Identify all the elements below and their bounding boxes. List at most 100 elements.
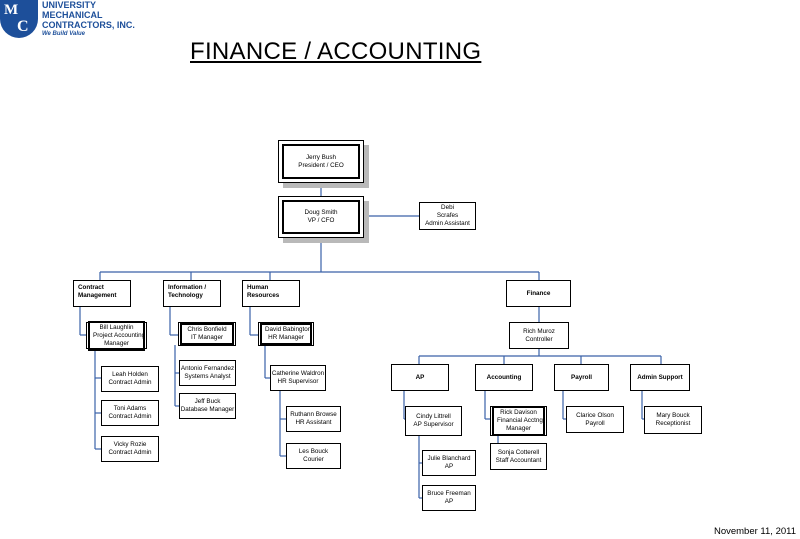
receptionist-name: Mary Bouck (656, 412, 690, 419)
controller-box: Rich Muroz Controller (509, 322, 569, 349)
accounting-manager-role: Financial Acctng (497, 417, 543, 424)
dept-finance: Finance (506, 280, 571, 307)
chart-date: November 11, 2011 (713, 526, 796, 537)
finance-group-admin-support: Admin Support (630, 364, 690, 391)
receptionist-box: Mary Bouck Receptionist (644, 406, 702, 434)
finance-group-accounting: Accounting (475, 364, 533, 391)
hr-supervisor-box: Catherine Waldron HR Supervisor (270, 365, 326, 391)
staff-accountant-box: Sonja Cotterell Staff Accountant (490, 443, 547, 470)
accounting-manager-role-2: Manager (506, 425, 531, 432)
it-staff-role: Database Manager (180, 406, 235, 413)
payroll-staff-role: Payroll (585, 419, 605, 427)
hr-manager-box: David Babington HR Manager (258, 322, 314, 346)
contract-manager-name: Bill Laughlin (99, 323, 134, 331)
dept-information-technology: Information / Technology (163, 280, 221, 307)
hr-supervisor-name: Catherine Waldron (271, 370, 325, 377)
controller-name: Rich Muroz (523, 327, 555, 335)
logo-tagline: We Build Value (42, 31, 86, 37)
finance-group-ap: AP (391, 364, 449, 391)
ap-staff-name: Julie Blanchard (427, 455, 471, 462)
it-staff-name: Jeff Buck (194, 398, 221, 405)
logo-line-1: UNIVERSITY (42, 0, 97, 10)
hr-manager-role: HR Manager (268, 334, 304, 341)
payroll-staff-name: Clarice Olson (576, 411, 614, 419)
finance-group-accounting-label: Accounting (486, 373, 522, 381)
finance-group-ap-label: AP (415, 373, 425, 381)
it-staff-box: Antonio Fernandez Systems Analyst (179, 360, 236, 386)
contract-manager-role-2: Manager (104, 339, 129, 347)
assistant-name: Debi (441, 204, 454, 211)
contract-admin-role: Contract Admin (108, 413, 152, 420)
finance-group-payroll-label: Payroll (571, 373, 592, 381)
dept-finance-label: Finance (526, 289, 551, 297)
logo-line-3: CONTRACTORS, INC. (42, 20, 135, 30)
controller-role: Controller (525, 335, 553, 343)
contract-admin-box: Vicky Rozie Contract Admin (101, 436, 159, 462)
ap-supervisor-name: Cindy Littrell (416, 413, 451, 420)
contract-manager-role: Project Accounting (93, 331, 146, 339)
ceo-name: Jerry Bush (305, 153, 337, 161)
contract-admin-box: Toni Adams Contract Admin (101, 400, 159, 426)
dept-hr-line1: Human (247, 284, 269, 291)
hr-staff-role: Courier (303, 456, 324, 463)
company-logo: M C UNIVERSITY MECHANICAL CONTRACTORS, I… (0, 0, 160, 40)
logo-mark: M C (0, 0, 38, 38)
contract-admin-role: Contract Admin (108, 379, 152, 386)
ceo-role: President / CEO (298, 161, 344, 169)
accounting-manager-box: Rick Davison Financial Acctng Manager (490, 406, 547, 436)
dept-it-line1: Information / (168, 284, 207, 291)
finance-group-payroll: Payroll (554, 364, 609, 391)
cfo-name: Doug Smith (304, 209, 338, 216)
contract-admin-name: Vicky Rozie (113, 441, 147, 448)
cfo-role: VP / CFO (307, 217, 335, 224)
logo-line-2: MECHANICAL (42, 10, 103, 20)
ap-staff-role: AP (444, 463, 454, 470)
it-manager-role: IT Manager (190, 334, 224, 341)
dept-contract-management: Contract Management (73, 280, 131, 307)
it-staff-name: Antonio Fernandez (180, 365, 235, 372)
payroll-staff-box: Clarice Olson Payroll (566, 406, 624, 433)
admin-assistant-box: Debi Scrafes Admin Assistant (419, 202, 476, 230)
staff-accountant-role: Staff Accountant (495, 456, 542, 464)
staff-accountant-name: Sonja Cotterell (497, 448, 540, 456)
contract-admin-box: Leah Holden Contract Admin (101, 366, 159, 392)
assistant-role: Admin Assistant (425, 220, 470, 227)
finance-group-admin-support-label: Admin Support (637, 373, 683, 381)
contract-admin-role: Contract Admin (108, 449, 152, 456)
it-staff-role: Systems Analyst (184, 373, 231, 380)
hr-supervisor-role: HR Supervisor (277, 378, 319, 385)
dept-hr-line2: Resources (247, 292, 280, 299)
hr-manager-name: David Babington (265, 326, 312, 333)
page-title: FINANCE / ACCOUNTING (190, 38, 482, 65)
it-manager-box: Chris Bonfield IT Manager (178, 322, 236, 346)
cfo-box: Doug Smith VP / CFO (278, 196, 364, 238)
hr-staff-name: Ruthann Browse (290, 411, 337, 418)
dept-human-resources: Human Resources (242, 280, 300, 307)
dept-it-line2: Technology (168, 292, 203, 299)
it-manager-name: Chris Bonfield (187, 326, 227, 333)
logo-mark-m: M (4, 2, 19, 18)
hr-staff-role: HR Assistant (295, 419, 332, 426)
it-staff-box: Jeff Buck Database Manager (179, 393, 236, 419)
ap-staff-role: AP (444, 498, 454, 505)
dept-contract-line1: Contract (78, 284, 104, 291)
ap-staff-box: Julie Blanchard AP (422, 450, 476, 476)
ap-supervisor-role: AP Supervisor (413, 421, 454, 428)
dept-contract-line2: Management (78, 292, 117, 299)
ceo-box: Jerry Bush President / CEO (278, 140, 364, 183)
hr-staff-box: Les Bouck Courier (286, 443, 341, 469)
receptionist-role: Receptionist (655, 420, 691, 427)
ap-staff-name: Bruce Freeman (427, 490, 471, 497)
logo-mark-c: C (17, 18, 29, 35)
assistant-name-2: Scrafes (436, 212, 459, 219)
ap-staff-box: Bruce Freeman AP (422, 485, 476, 511)
hr-staff-name: Les Bouck (298, 448, 329, 455)
contract-admin-name: Toni Adams (113, 405, 147, 412)
contract-admin-name: Leah Holden (112, 371, 148, 378)
contract-manager-box: Bill Laughlin Project Accounting Manager (86, 320, 147, 351)
hr-staff-box: Ruthann Browse HR Assistant (286, 406, 341, 432)
accounting-manager-name: Rick Davison (500, 409, 537, 416)
ap-supervisor-box: Cindy Littrell AP Supervisor (405, 406, 462, 436)
logo-company-name: UNIVERSITY MECHANICAL CONTRACTORS, INC. (42, 0, 162, 30)
